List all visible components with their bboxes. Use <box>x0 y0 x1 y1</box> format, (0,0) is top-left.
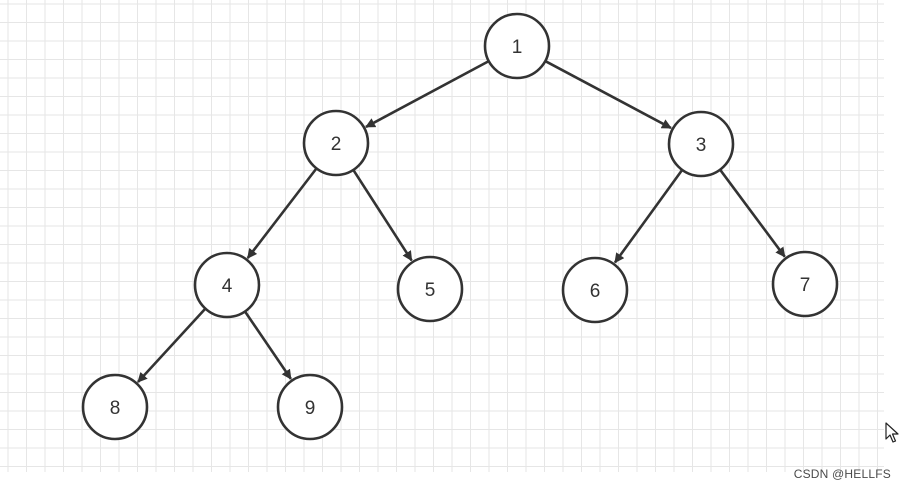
node-label-5: 5 <box>425 280 436 301</box>
tree-node-2: 2 <box>302 109 370 177</box>
watermark-text: CSDN @HELLFS <box>793 467 891 481</box>
node-label-8: 8 <box>110 398 121 419</box>
grid-background <box>0 0 884 472</box>
node-label-2: 2 <box>331 134 342 155</box>
node-circle-1 <box>483 12 551 80</box>
node-label-7: 7 <box>800 275 811 296</box>
edge-3-7 <box>719 168 786 258</box>
edge-2-4 <box>246 167 318 259</box>
edge-4-9 <box>243 310 292 380</box>
tree-node-6: 6 <box>561 256 629 324</box>
tree-node-8: 8 <box>81 373 149 441</box>
edges-group <box>137 59 786 383</box>
node-label-6: 6 <box>590 281 601 302</box>
node-circle-3 <box>667 110 735 178</box>
tree-node-9: 9 <box>276 373 344 441</box>
edge-2-5 <box>352 169 413 262</box>
node-circle-6 <box>561 256 629 324</box>
node-circle-9 <box>276 373 344 441</box>
node-circle-4 <box>193 251 261 319</box>
node-circle-2 <box>302 109 370 177</box>
mouse-pointer-icon <box>885 422 899 443</box>
edge-1-2 <box>365 59 490 129</box>
node-circle-7 <box>771 250 839 318</box>
tree-node-4: 4 <box>193 251 261 319</box>
edge-4-8 <box>137 307 207 383</box>
tree-node-7: 7 <box>771 250 839 318</box>
edge-1-3 <box>544 59 672 130</box>
node-label-1: 1 <box>512 37 523 58</box>
node-label-4: 4 <box>222 276 233 297</box>
node-label-3: 3 <box>696 135 707 156</box>
node-label-9: 9 <box>305 398 316 419</box>
nodes-group: 1 2 3 4 5 6 7 8 9 <box>81 12 839 441</box>
node-circle-5 <box>396 255 464 323</box>
node-circle-8 <box>81 373 149 441</box>
tree-node-5: 5 <box>396 255 464 323</box>
edge-3-6 <box>613 169 684 264</box>
tree-node-1: 1 <box>483 12 551 80</box>
tree-node-3: 3 <box>667 110 735 178</box>
